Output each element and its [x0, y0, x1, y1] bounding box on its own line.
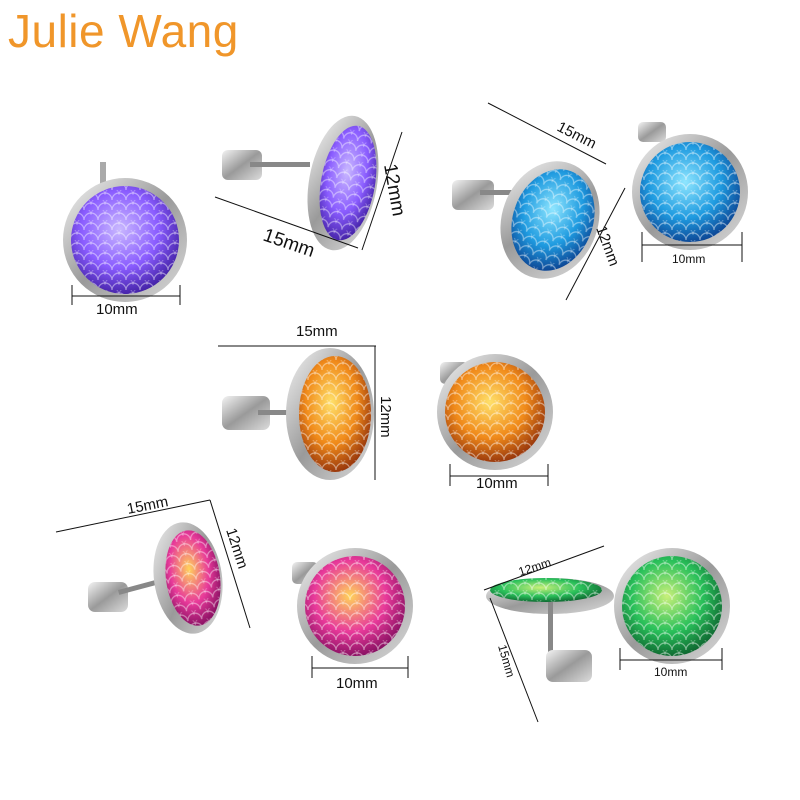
dim-10mm-purple: 10mm [71, 285, 181, 318]
svg-text:15mm: 15mm [554, 118, 599, 152]
svg-text:10mm: 10mm [476, 475, 518, 492]
earring-purple-front [63, 162, 187, 302]
svg-text:10mm: 10mm [654, 665, 687, 679]
svg-text:10mm: 10mm [336, 675, 378, 692]
svg-text:12mm: 12mm [377, 396, 394, 438]
earring-magenta-front [292, 548, 413, 664]
svg-text:12mm: 12mm [379, 162, 409, 218]
svg-text:15mm: 15mm [126, 493, 170, 518]
svg-text:10mm: 10mm [672, 252, 705, 266]
earring-green-front [614, 548, 730, 664]
svg-text:12mm: 12mm [222, 526, 251, 571]
svg-text:15mm: 15mm [296, 323, 338, 340]
earring-orange-front [437, 354, 553, 470]
earring-orange-side [222, 348, 374, 480]
earring-blue-side [452, 161, 600, 279]
svg-text:12mm: 12mm [517, 555, 553, 579]
dim-10mm-orange: 10mm [449, 464, 549, 492]
dim-15mm-blue: 15mm [487, 102, 607, 165]
dim-12mm-orange: 12mm [374, 346, 394, 480]
dim-10mm-blue: 10mm [641, 232, 743, 266]
dim-10mm-magenta: 10mm [311, 656, 409, 692]
earring-purple-side [222, 115, 379, 251]
dim-15mm-orange: 15mm [218, 323, 376, 347]
earring-magenta-side [88, 522, 223, 634]
earring-green-side [486, 578, 614, 682]
dim-10mm-green: 10mm [619, 648, 723, 679]
earring-blue-front [632, 122, 748, 250]
dim-label-10mm: 10mm [96, 301, 138, 318]
svg-text:15mm: 15mm [495, 643, 518, 679]
svg-text:12mm: 12mm [592, 224, 622, 269]
dim-15mm-green: 15mm [489, 597, 539, 723]
brand-watermark: Julie Wang [8, 5, 239, 57]
